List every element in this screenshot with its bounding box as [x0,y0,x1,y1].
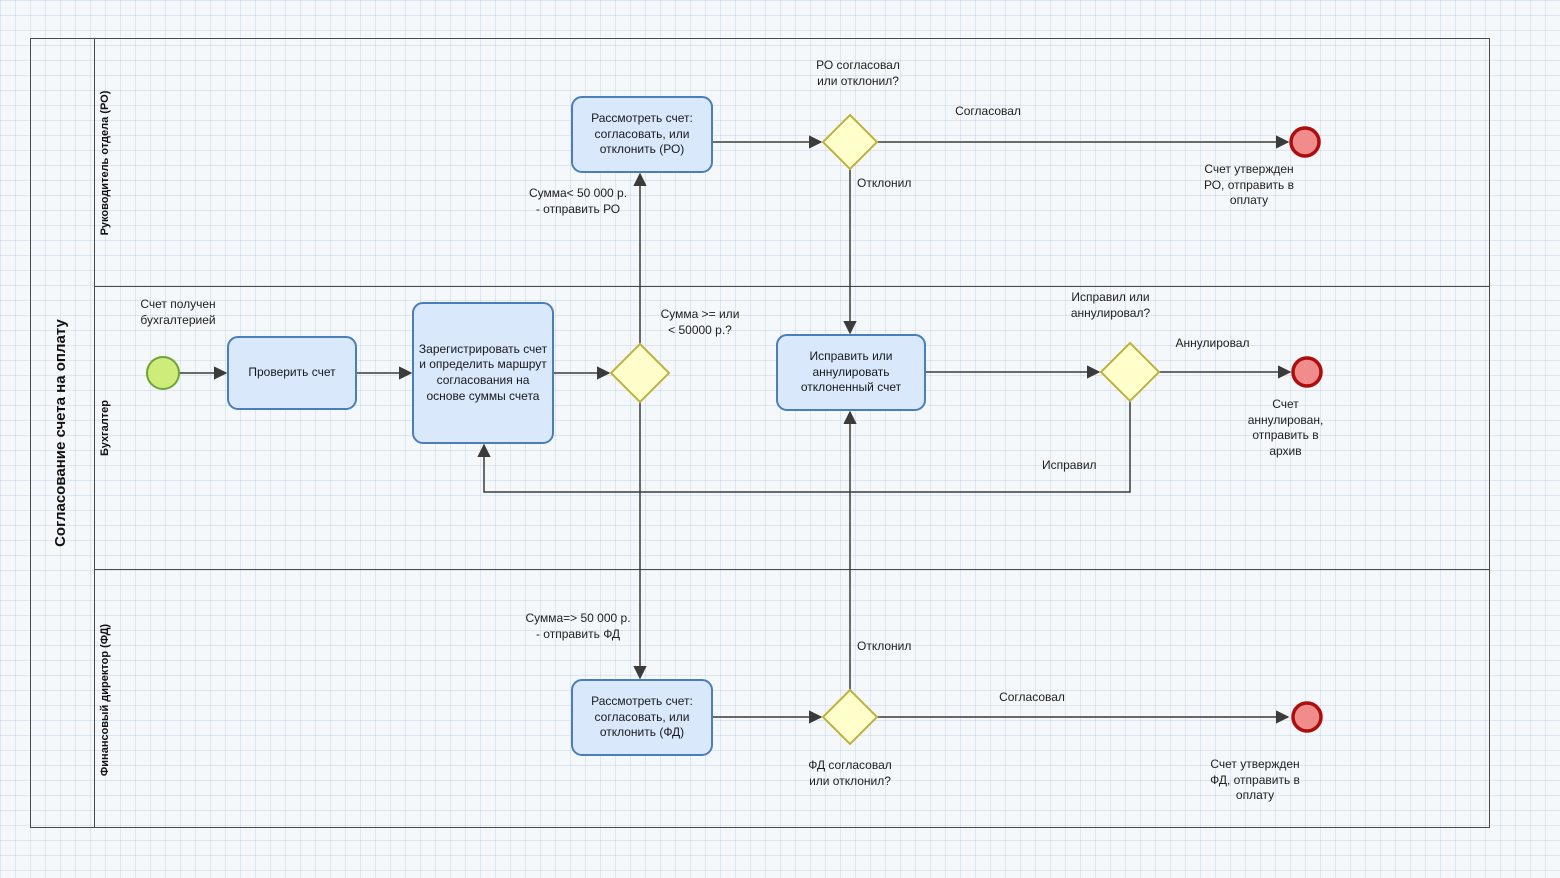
label-amount-over-50k: Сумма=> 50 000 р. - отправить ФД [525,611,631,641]
end-event-fd-label: Счет утвержден ФД, отправить в оплату [1210,757,1300,803]
task-fix-shape [776,334,926,411]
end-event-ro-label: Счет утвержден РО, отправить в оплату [1203,162,1295,208]
pool-title-separator [94,39,95,827]
label-ro-approved: Согласовал [955,104,1021,118]
task-register-label: Зарегистрировать счет и определить маршр… [418,341,548,403]
task-review-ro-label: Рассмотреть счет: согласовать, или откло… [591,111,693,157]
label-fd-gateway: ФД согласовал или отклонил? [808,758,892,788]
end-event-ro [1289,126,1321,158]
task-review-ro-shape [571,96,713,173]
flow-fixed-back-to-register [477,401,1131,493]
label-amount-gateway: Сумма >= или < 50000 р.? [660,307,740,337]
label-cancelled: Аннулировал [1175,336,1250,350]
start-event [146,356,180,390]
task-check-label: Проверить счет [248,365,336,380]
gateway-fd-decision [821,688,879,746]
task-register-shape [412,302,554,444]
gateway-ro-decision [821,113,879,171]
gateway-amount [609,342,671,404]
task-review-fd-label: Рассмотреть счет: согласовать, или откло… [591,694,693,740]
label-fd-declined: Отклонил [857,639,912,653]
label-fd-approved: Согласовал [999,690,1065,704]
start-event-label: Счет получен бухгалтерией [140,297,216,327]
task-fix-label: Исправить или аннулировать отклоненный с… [800,349,902,395]
end-event-cancel [1291,356,1323,388]
task-review-fd-shape [571,679,713,756]
end-event-fd [1291,701,1323,733]
label-amount-under-50k: Сумма< 50 000 р. - отправить РО [528,186,628,216]
end-event-cancel-label: Счет аннулирован, отправить в архив [1247,397,1324,458]
lane-divider-1 [94,286,1489,287]
bpmn-pool [30,38,1490,828]
gateway-fix-decision [1099,341,1161,403]
label-fixed: Исправил [1042,458,1097,472]
label-ro-gateway: РО согласовал или отклонил? [816,58,900,88]
label-ro-declined: Отклонил [857,176,912,190]
sequence-flows [179,135,1292,724]
label-fix-gateway: Исправил или аннулировал? [1070,290,1151,320]
lane-divider-2 [94,569,1489,570]
flow-nodes [146,96,1323,756]
task-check-shape [227,336,357,410]
